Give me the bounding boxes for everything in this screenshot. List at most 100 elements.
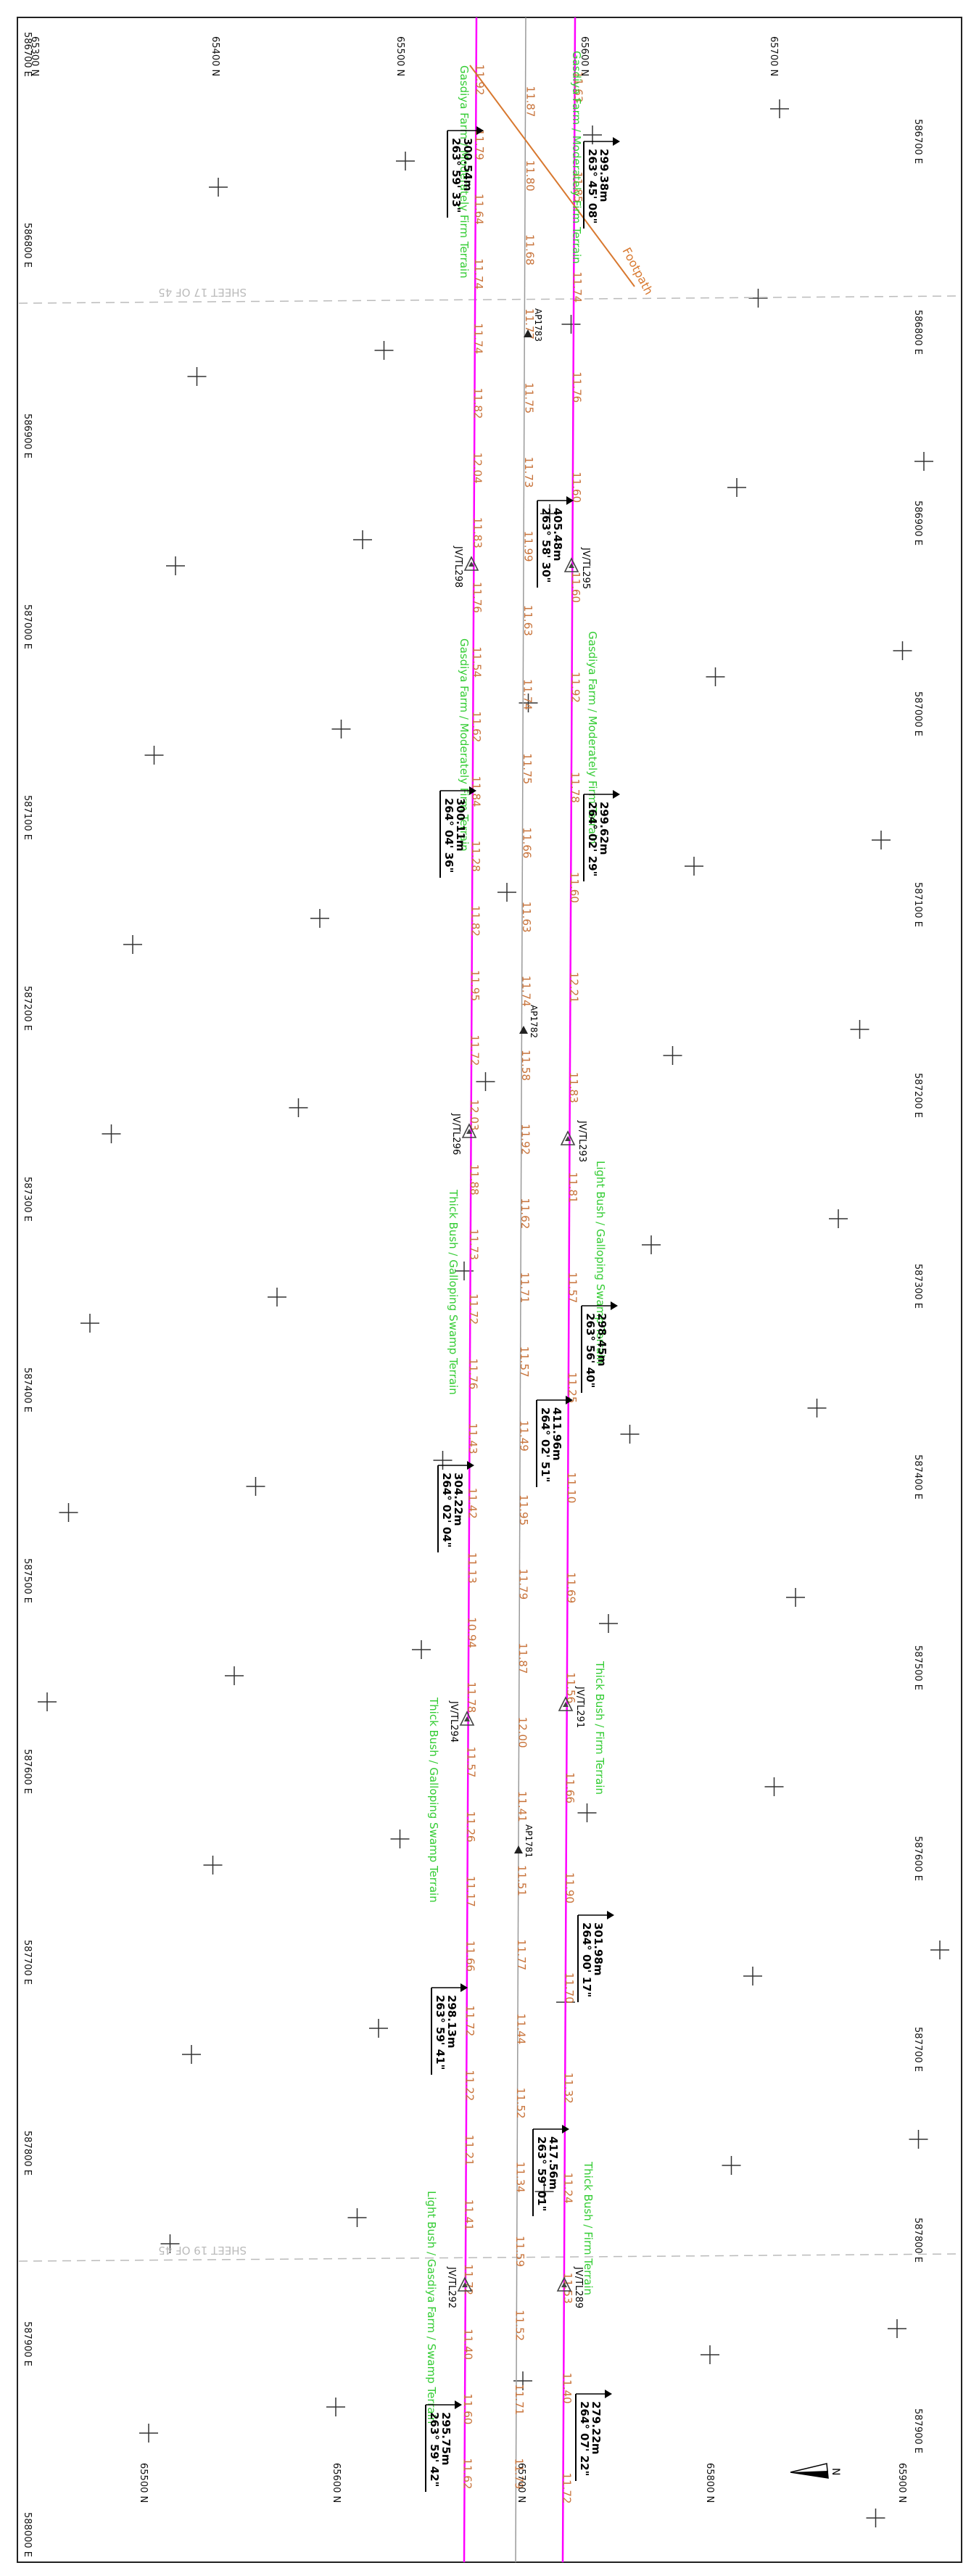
elevation-left: 11.82 [469, 905, 482, 937]
grid-cross [748, 289, 768, 308]
grid-cross [246, 1477, 265, 1496]
elevation-layer: 11.9211.7911.6411.7411.7411.8212.0411.83… [461, 65, 585, 2504]
bearing-angle: 264° 02' 04" [440, 1473, 453, 1547]
bearing-distance: 298.13m [445, 1995, 458, 2049]
elevation-center: 11.66 [520, 827, 533, 858]
elevation-left: 11.62 [461, 2458, 474, 2490]
grid-cross [829, 1209, 848, 1228]
match-line [18, 2253, 961, 2262]
bearing-angle: 263° 58' 30" [540, 508, 553, 583]
grid-label-north-top: 65700 N [768, 36, 779, 76]
bearing-angle: 263° 59' 41" [434, 1995, 447, 2070]
station-triangle [459, 1711, 475, 1726]
grid-cross [930, 1941, 949, 1959]
bearing-arrowhead [566, 496, 574, 505]
grid-cross [764, 1777, 784, 1796]
elevation-center: 11.71 [513, 2384, 526, 2415]
elevation-left: 11.76 [471, 582, 484, 613]
grid-label-east-right: 586700 E [912, 119, 923, 164]
station-marker [466, 1129, 472, 1134]
elevation-left: 11.40 [462, 2329, 475, 2360]
elevation-center: 11.74 [519, 976, 532, 1007]
grid-label-east-right: 586800 E [912, 310, 923, 355]
elevation-right: 11.83 [567, 1072, 580, 1103]
terrain-label: Thick Bush / Galloping Swamp Terrain [447, 1189, 460, 1395]
grid-cross [209, 178, 228, 197]
grid-cross [225, 1666, 244, 1685]
bearing-distance: 298.45m [595, 1313, 608, 1367]
match-line-label: SHEET 17 OF 45 [158, 286, 247, 299]
bearing-arrowhead [613, 790, 620, 799]
station-triangle [461, 1123, 477, 1138]
terrain-label: Gasdiya Farm / Moderately Firm Terrain [570, 51, 583, 264]
elevation-center: 11.63 [521, 605, 534, 636]
grid-cross [412, 1640, 431, 1659]
grid-cross [497, 883, 516, 902]
grid-cross [182, 2045, 201, 2064]
elevation-left: 11.41 [463, 2200, 476, 2231]
grid-cross [909, 2130, 928, 2149]
elevation-center: 11.68 [523, 234, 536, 266]
bearing-angle: 263° 59' 33" [450, 138, 463, 213]
match-line-label: SHEET 19 OF 45 [158, 2244, 247, 2257]
station-marker [561, 2282, 567, 2287]
grid-cross [888, 2319, 906, 2338]
terrain-label: Light Bush / Galloping Swamp Terrain [594, 1161, 607, 1364]
elevation-right: 11.60 [569, 572, 582, 603]
bearing-arrowhead [455, 2400, 462, 2409]
grid-cross [433, 1451, 453, 1470]
grid-cross [326, 2398, 345, 2416]
grid-cross [144, 746, 164, 765]
elevation-center: 11.52 [513, 2310, 526, 2341]
bearing-arrowhead [611, 1301, 618, 1310]
grid-cross [59, 1503, 78, 1522]
elevation-right: 11.56 [564, 1672, 577, 1703]
grid-cross [850, 1020, 869, 1039]
north-arrow-label: N [830, 2468, 841, 2475]
elevation-left: 11.62 [470, 711, 483, 742]
elevation-center: 11.87 [516, 1642, 529, 1674]
bearing-distance: 299.38m [598, 149, 611, 202]
bearing-distance: 295.75m [439, 2412, 453, 2466]
elevation-left: 11.21 [463, 2135, 476, 2166]
grid-label-east-right: 587400 E [912, 1454, 923, 1499]
grid-cross [390, 1830, 410, 1848]
elevation-center: 11.73 [522, 456, 535, 487]
elevation-right: 11.72 [561, 2473, 574, 2504]
grid-cross [743, 1967, 762, 1986]
elevation-center: 11.87 [524, 86, 537, 118]
bearing-distance: 411.96m [550, 1407, 563, 1461]
grid-cross [123, 935, 142, 954]
elevation-left: 11.22 [463, 2070, 476, 2101]
elevation-right: 12.21 [567, 972, 580, 1003]
grid-label-east-left: 588000 E [22, 2512, 33, 2557]
terrain-label: Thick Bush / Firm Terrain [593, 1661, 606, 1795]
elevation-right: 11.85 [571, 171, 584, 202]
terrain-label: Thick Bush / Firm Terrain [582, 2161, 595, 2295]
station-marker [462, 2282, 468, 2287]
bearing-angle: 263° 59' 01" [535, 2136, 548, 2211]
elevation-center: 11.71 [519, 1272, 532, 1304]
bearing-angle: 263° 59' 42" [428, 2412, 441, 2487]
elevation-center: 11.57 [518, 1346, 531, 1378]
elevation-left: 11.72 [462, 2264, 475, 2295]
grid-label-east-right: 587000 E [912, 691, 923, 736]
grid-cross [310, 909, 329, 928]
grid-label-north-bottom: 65800 N [704, 2463, 715, 2503]
elevation-center: 11.52 [514, 2088, 527, 2119]
grid-label-east-left: 587500 E [22, 1558, 33, 1603]
station-triangle [563, 557, 579, 572]
elevation-left: 11.74 [472, 323, 485, 354]
elevation-left: 11.17 [464, 1876, 477, 1907]
grid-cross [203, 1856, 223, 1875]
elevation-right: 11.76 [570, 371, 583, 403]
grid-label-east-left: 587300 E [22, 1177, 33, 1222]
grid-cross [807, 1399, 827, 1417]
elevation-left: 10.94 [466, 1617, 479, 1648]
elevation-left: 11.79 [473, 129, 486, 160]
route-boundary-right [561, 17, 577, 2563]
elevation-center: 11.49 [518, 1420, 531, 1452]
sheet-border [17, 17, 962, 2563]
station-marker [565, 1136, 571, 1141]
